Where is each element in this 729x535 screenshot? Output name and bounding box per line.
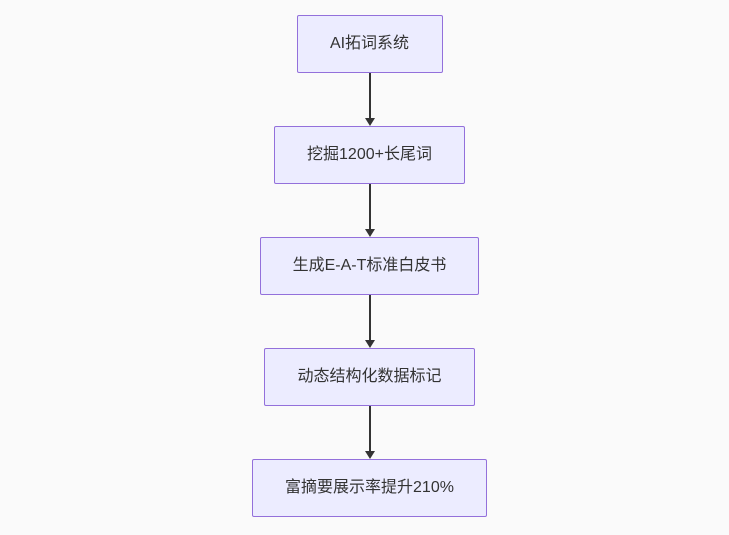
arrow-head bbox=[364, 229, 375, 237]
arrow-shaft bbox=[368, 73, 371, 118]
flowchart-node-structured-data-markup: 动态结构化数据标记 bbox=[264, 348, 475, 406]
node-label: 挖掘1200+长尾词 bbox=[307, 146, 432, 163]
node-label: 动态结构化数据标记 bbox=[297, 368, 442, 385]
flowchart-node-longtail-keywords: 挖掘1200+长尾词 bbox=[274, 126, 465, 184]
node-label: AI拓词系统 bbox=[329, 35, 410, 52]
flowchart-node-ai-word-system: AI拓词系统 bbox=[296, 15, 443, 73]
arrow-head bbox=[364, 118, 375, 126]
arrow-down-icon bbox=[364, 184, 376, 237]
node-label: 富摘要展示率提升210% bbox=[285, 479, 454, 496]
arrow-head bbox=[364, 340, 375, 348]
node-label: 生成E-A-T标准白皮书 bbox=[292, 257, 447, 274]
flowchart-node-eat-whitepaper: 生成E-A-T标准白皮书 bbox=[259, 237, 480, 295]
arrow-down-icon bbox=[364, 295, 376, 348]
flowchart: AI拓词系统 挖掘1200+长尾词 生成E-A-T标准白皮书 动态结构化数据标记… bbox=[5, 0, 729, 535]
arrow-shaft bbox=[368, 295, 371, 340]
arrow-shaft bbox=[368, 184, 371, 229]
arrow-down-icon bbox=[364, 406, 376, 459]
arrow-down-icon bbox=[364, 73, 376, 126]
arrow-shaft bbox=[368, 406, 371, 451]
arrow-head bbox=[364, 451, 375, 459]
flowchart-node-rich-snippet-rate: 富摘要展示率提升210% bbox=[252, 459, 487, 517]
